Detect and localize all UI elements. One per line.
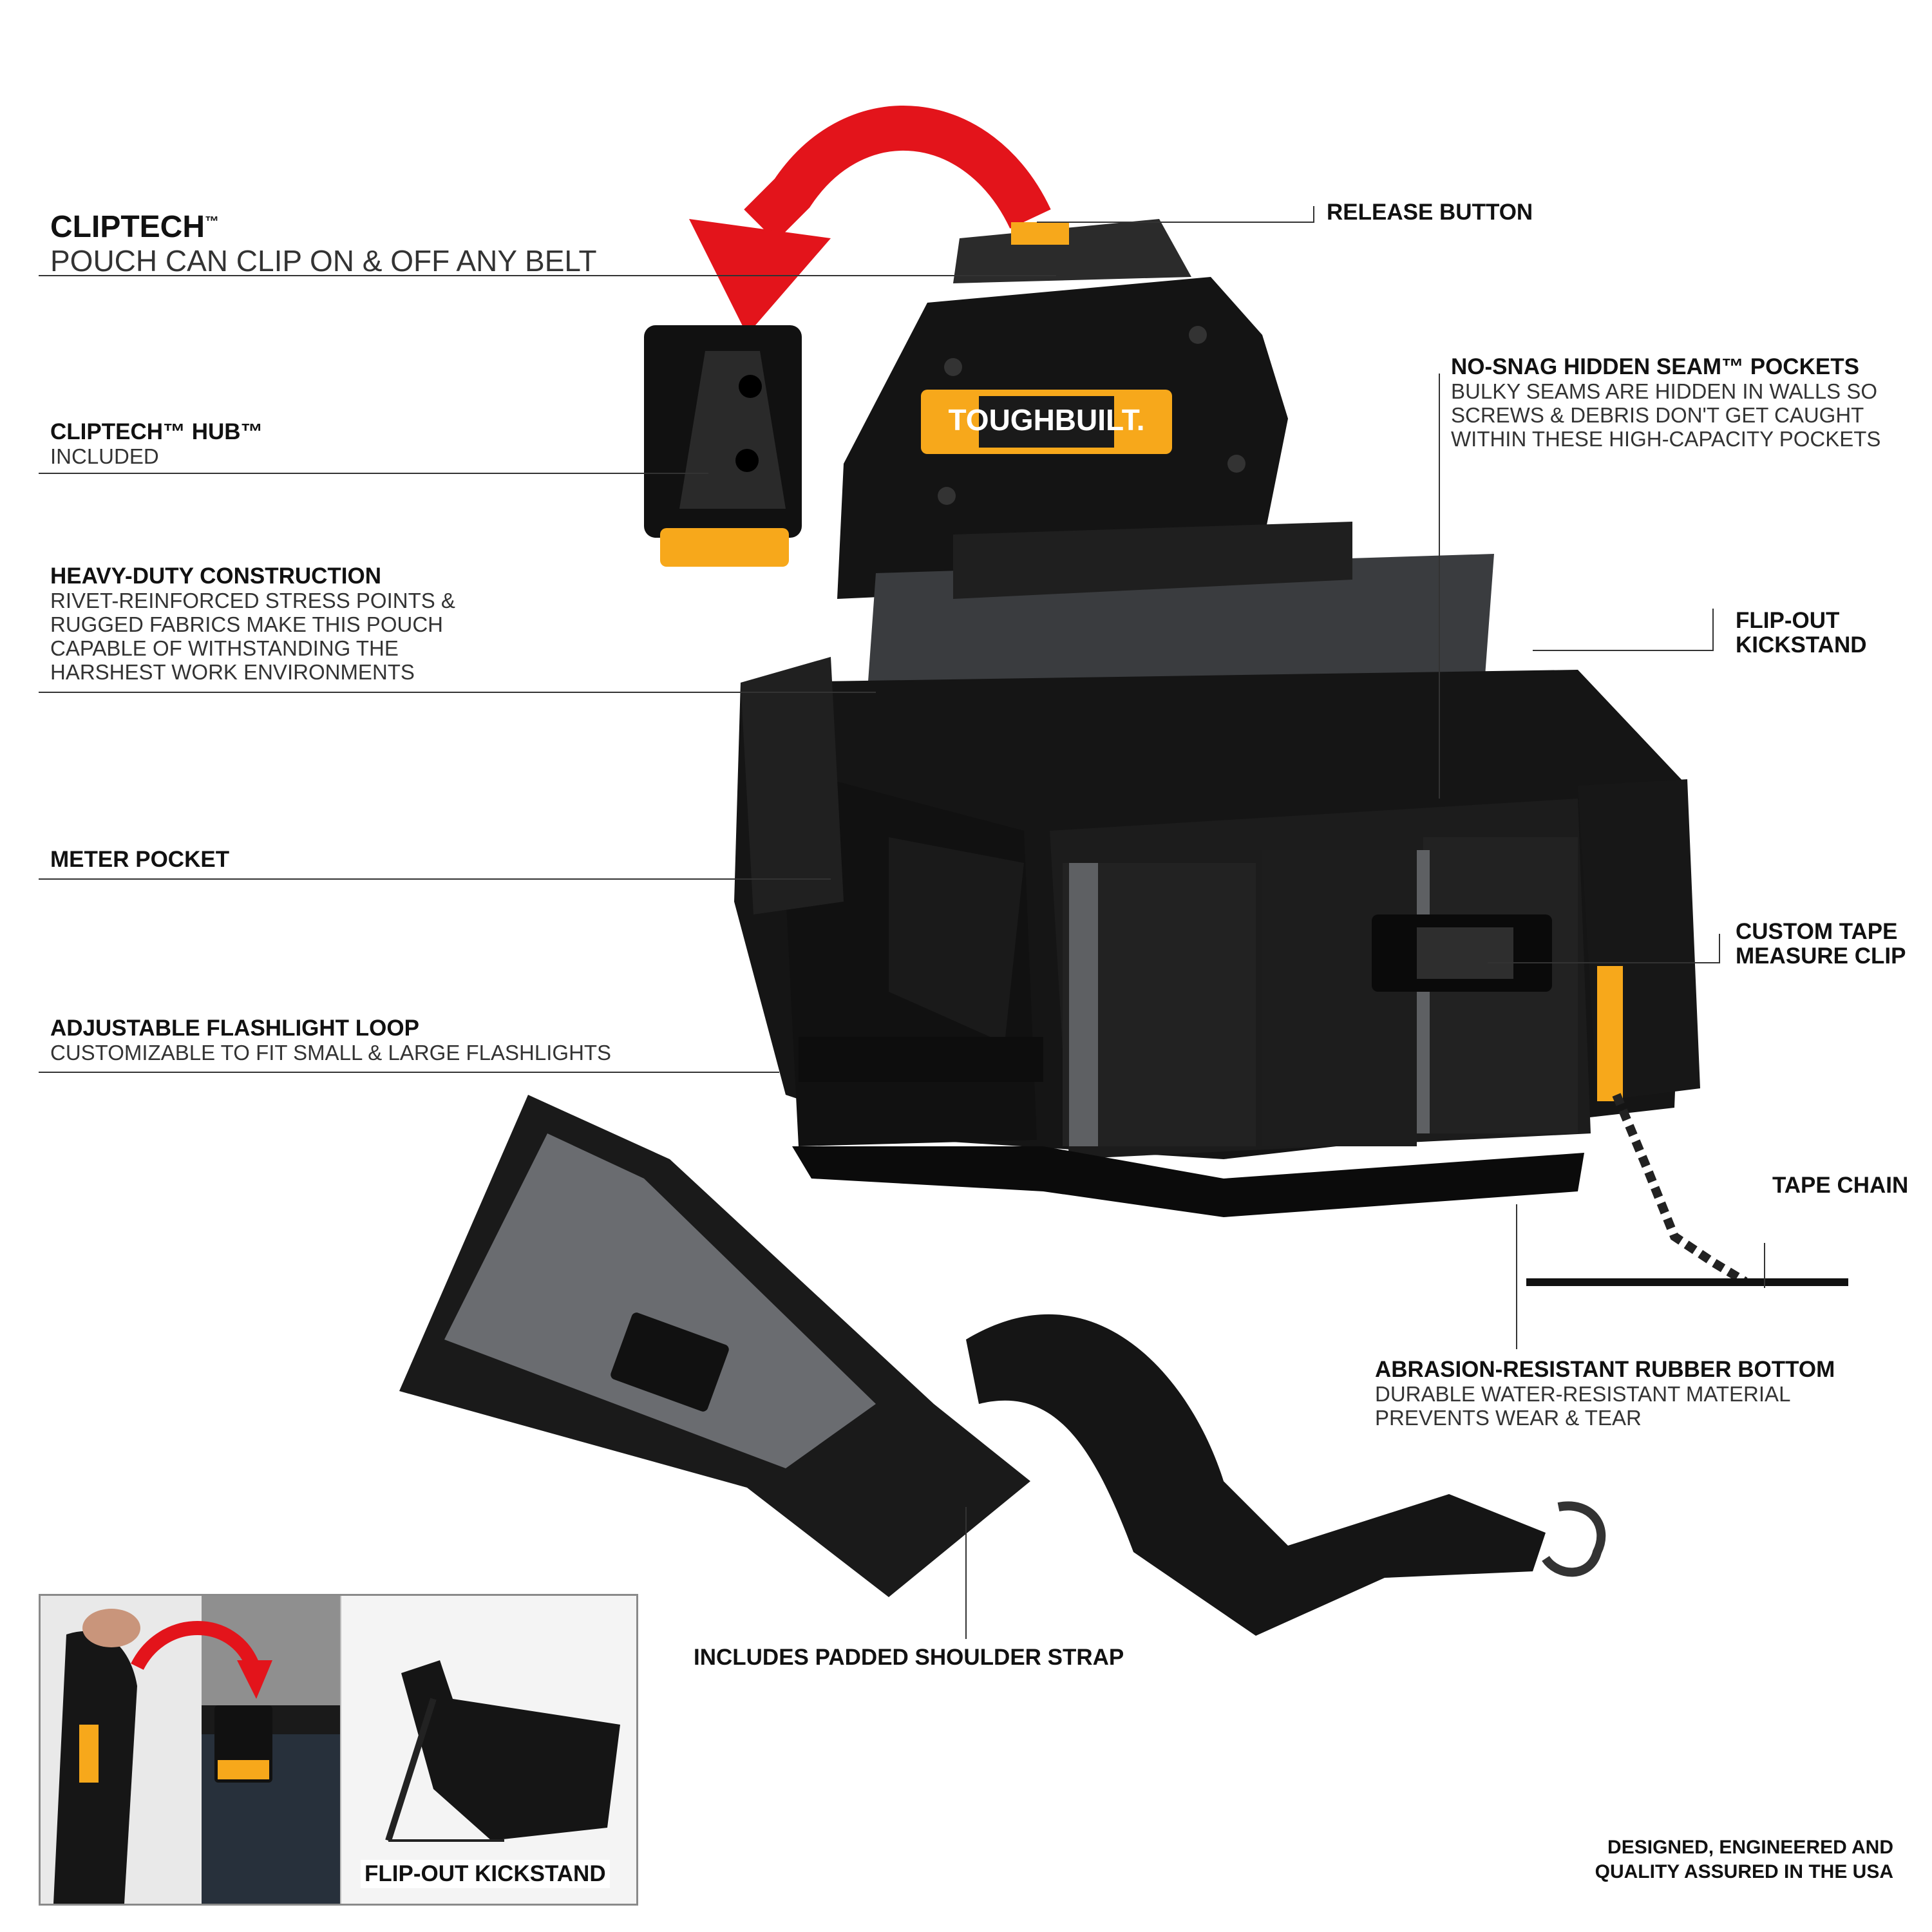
callout-custom-tape: CUSTOM TAPE MEASURE CLIP [1736, 920, 1906, 969]
heavy-duty-title: HEAVY-DUTY CONSTRUCTION [50, 564, 382, 589]
heavy-duty-line-3: CAPABLE OF WITHSTANDING THE [50, 636, 399, 660]
hand-shape [82, 1609, 140, 1647]
callout-rubber-bottom: ABRASION-RESISTANT RUBBER BOTTOM DURABLE… [1375, 1358, 1835, 1430]
footer-line-2: QUALITY ASSURED IN THE USA [1595, 1861, 1893, 1882]
tape-chain-image [1526, 1093, 1848, 1286]
custom-tape-line-1: CUSTOM TAPE [1736, 919, 1898, 944]
inset-illustration [41, 1596, 620, 1904]
shoulder-strap-image [399, 1095, 1606, 1636]
no-snag-line-1: BULKY SEAMS ARE HIDDEN IN WALLS SO [1451, 379, 1878, 403]
callout-heavy-duty: HEAVY-DUTY CONSTRUCTION RIVET-REINFORCED… [50, 564, 455, 685]
leader-lines [39, 206, 1765, 1639]
callout-flip-out-kickstand: FLIP-OUT KICKSTAND [1736, 609, 1867, 658]
cliptech-title: CLIPTECH [50, 210, 205, 244]
inset-caption: FLIP-OUT KICKSTAND [361, 1860, 610, 1888]
callout-tape-chain: TAPE CHAIN [1772, 1173, 1908, 1198]
cliptech-hub-title: CLIPTECH™ HUB™ [50, 419, 263, 444]
cliptech-hub-body: INCLUDED [50, 444, 159, 468]
logo-text: TOUGHBUILT. [949, 403, 1145, 437]
heavy-duty-line-4: HARSHEST WORK ENVIRONMENTS [50, 660, 415, 684]
no-snag-line-2: SCREWS & DEBRIS DON'T GET CAUGHT [1451, 403, 1864, 427]
flashlight-loop-title: ADJUSTABLE FLASHLIGHT LOOP [50, 1016, 419, 1041]
tape-chain-title: TAPE CHAIN [1772, 1173, 1909, 1198]
rubber-bottom-line-1: DURABLE WATER-RESISTANT MATERIAL [1375, 1382, 1791, 1406]
custom-tape-line-2: MEASURE CLIP [1736, 943, 1906, 969]
callout-no-snag: NO-SNAG HIDDEN SEAM™ POCKETS BULKY SEAMS… [1451, 355, 1880, 451]
flashlight-loop-body: CUSTOMIZABLE TO FIT SMALL & LARGE FLASHL… [50, 1041, 612, 1065]
callout-flashlight-loop: ADJUSTABLE FLASHLIGHT LOOP CUSTOMIZABLE … [50, 1016, 611, 1065]
footer-line-1: DESIGNED, ENGINEERED AND [1607, 1837, 1893, 1858]
flip-out-line-1: FLIP-OUT [1736, 608, 1840, 633]
heavy-duty-line-2: RUGGED FABRICS MAKE THIS POUCH [50, 612, 443, 636]
rubber-bottom-line-2: PREVENTS WEAR & TEAR [1375, 1406, 1642, 1430]
callout-meter-pocket: METER POCKET [50, 848, 229, 872]
cliptech-body: POUCH CAN CLIP ON & OFF ANY BELT [50, 244, 597, 278]
inset-divider [340, 1596, 341, 1904]
cliptech-trademark: ™ [205, 213, 219, 229]
release-button-title: RELEASE BUTTON [1327, 200, 1533, 225]
bag-body-image: TOUGHBUILT. [734, 219, 1700, 1217]
callout-cliptech-hub: CLIPTECH™ HUB™ INCLUDED [50, 419, 263, 469]
callout-shoulder-strap: INCLUDES PADDED SHOULDER STRAP [694, 1645, 1124, 1670]
no-snag-line-3: WITHIN THESE HIGH-CAPACITY POCKETS [1451, 427, 1881, 451]
heavy-duty-line-1: RIVET-REINFORCED STRESS POINTS & [50, 589, 455, 612]
inset-panel: FLIP-OUT KICKSTAND [39, 1594, 638, 1906]
kickstand-bag-shape [401, 1660, 620, 1841]
rubber-bottom-title: ABRASION-RESISTANT RUBBER BOTTOM [1375, 1357, 1835, 1382]
shoulder-strap-title: INCLUDES PADDED SHOULDER STRAP [694, 1645, 1124, 1670]
inset-red-arrow-icon [131, 1621, 260, 1671]
callout-release-button: RELEASE BUTTON [1327, 200, 1533, 225]
no-snag-title: NO-SNAG HIDDEN SEAM™ POCKETS [1451, 354, 1859, 379]
meter-pocket-title: METER POCKET [50, 847, 230, 872]
flip-out-line-2: KICKSTAND [1736, 632, 1867, 658]
callout-cliptech: CLIPTECH™ POUCH CAN CLIP ON & OFF ANY BE… [50, 205, 597, 278]
cliptech-hub-image [644, 325, 802, 567]
red-arrow-icon [689, 105, 1051, 335]
footer-usa: DESIGNED, ENGINEERED AND QUALITY ASSURED… [1595, 1835, 1893, 1884]
